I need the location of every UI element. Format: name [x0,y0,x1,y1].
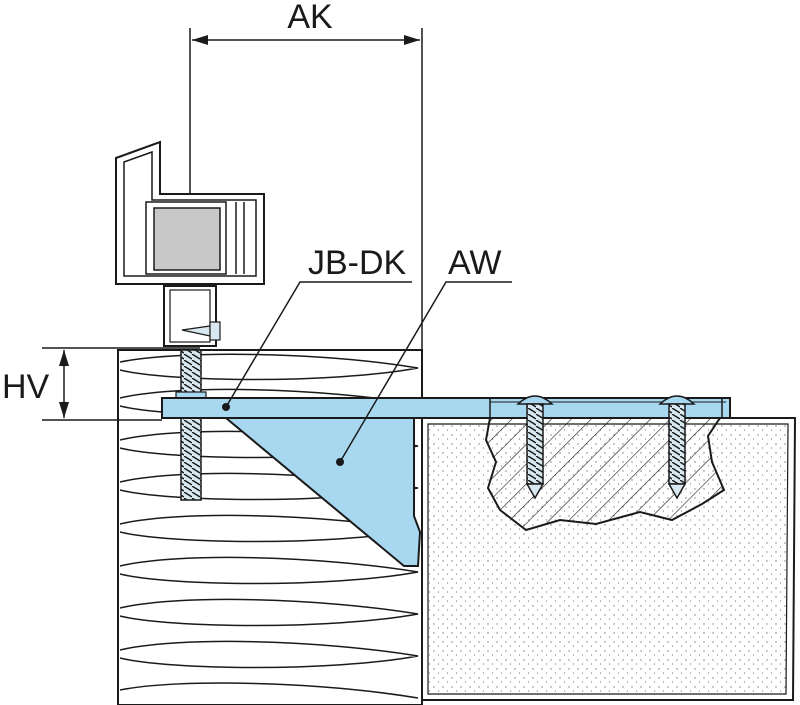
jb-dk-label: JB-DK [308,244,407,282]
leader-jb-dk: JB-DK [225,244,412,408]
threaded-rod [175,349,207,501]
concrete-slab [421,417,797,701]
hv-label: HV [2,368,50,406]
glazing-block [153,207,221,271]
ak-label: AK [287,0,333,36]
mounting-plate-jb-dk [161,397,731,419]
aw-label: AW [448,244,502,282]
concrete-screw-1 [516,395,554,500]
dimension-ak: AK [189,0,423,350]
window-frame-profile [115,140,265,347]
angle-bracket-aw [223,417,422,567]
concrete-screw-2 [658,395,696,500]
leader-aw: AW [339,244,512,463]
dimension-hv: HV [2,347,200,421]
